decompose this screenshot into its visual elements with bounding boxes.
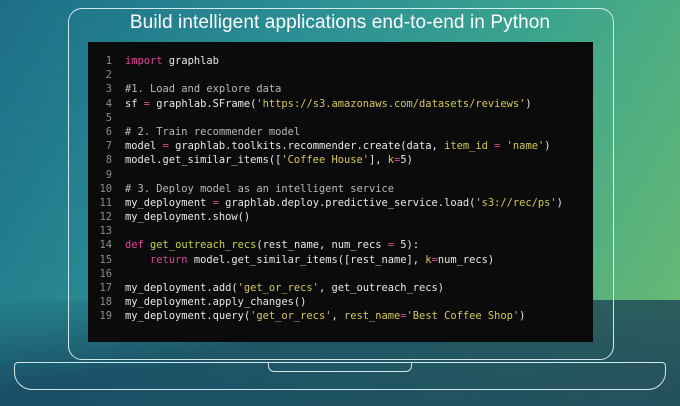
code-token: my_deployment.apply_changes() [125, 296, 307, 309]
code-line: 9 [88, 168, 593, 182]
code-token: ) [544, 140, 551, 153]
code-line: 10 # 3. Deploy model as an intelligent se… [88, 182, 593, 196]
code-token: = [387, 239, 395, 252]
line-number: 13 [99, 225, 112, 238]
code-token: k [387, 154, 395, 167]
code-line: 8 model.get_similar_items(['Coffee House'… [88, 153, 593, 167]
line-number: 12 [99, 211, 112, 224]
code-token: 'get_or_recs' [237, 282, 319, 294]
code-token: 'name' [506, 140, 545, 153]
line-number: 2 [105, 69, 112, 82]
code-token: import [125, 55, 163, 67]
code-line: 3 #1. Load and explore data [88, 82, 593, 96]
code-token: my_deployment.add( [125, 282, 238, 294]
code-token: = [431, 253, 438, 266]
code-line: 6 # 2. Train recommender model [88, 125, 593, 139]
code-line: 2 [88, 68, 593, 82]
code-line: 13 [88, 224, 593, 238]
laptop-screen-outline [68, 8, 614, 360]
code-line: 12 my_deployment.show() [88, 210, 593, 224]
code-line: 16 [88, 267, 593, 281]
code-token: # 2. Train recommender model [125, 125, 301, 138]
code-line: 11 my_deployment = graphlab.deploy.predic… [88, 196, 593, 210]
code-line: 4 sf = graphlab.SFrame('https://s3.amazon… [88, 97, 593, 111]
line-number: 10 [99, 182, 112, 195]
code-line: 17 my_deployment.add('get_or_recs', get_o… [88, 281, 593, 295]
code-token: ], [369, 154, 388, 167]
code-line: 15 return model.get_similar_items([rest_… [88, 253, 593, 267]
code-token: 'Coffee House' [281, 154, 369, 167]
code-token: 5): [394, 239, 420, 252]
line-number: 11 [99, 196, 112, 209]
code-token: (rest_name, num_recs [256, 239, 388, 252]
code-token: ) [519, 310, 526, 323]
code-token: graphlab.SFrame( [150, 97, 257, 110]
code-line: 5 [88, 111, 593, 125]
code-token: 'get_or_recs' [250, 310, 332, 323]
code-token: = [494, 140, 501, 153]
line-number: 3 [105, 83, 112, 96]
code-line: 19 my_deployment.query('get_or_recs', res… [88, 309, 593, 323]
code-token: return [150, 253, 188, 266]
code-token: = [143, 97, 151, 110]
line-number: 16 [99, 267, 112, 280]
line-number: 15 [99, 253, 112, 266]
code-token: = [394, 154, 401, 167]
code-token: item_id [444, 140, 488, 153]
code-token: = [212, 196, 219, 209]
code-token: , [331, 310, 344, 323]
code-token: my_deployment.show() [125, 211, 251, 224]
line-number: 6 [105, 125, 112, 138]
code-token: # 3. Deploy model as an intelligent serv… [125, 182, 394, 195]
code-token: graphlab.toolkits.recommender.create(dat… [168, 140, 445, 153]
code-token [125, 254, 150, 266]
code-token: graphlab.deploy.predictive_service.load( [218, 196, 476, 209]
code-token: = [162, 140, 169, 153]
code-token: my_deployment [125, 196, 213, 209]
code-token: get_outreach_recs [150, 239, 257, 252]
code-token: model.get_similar_items([ [125, 154, 282, 167]
code-token: 'Best Coffee Shop' [406, 310, 520, 323]
code-token: my_deployment.query( [125, 310, 251, 323]
code-token: ) [556, 196, 563, 209]
code-token: 'https://s3.amazonaws.com/datasets/revie… [256, 97, 526, 110]
code-token: def [125, 239, 144, 252]
line-number: 1 [105, 55, 112, 67]
code-line: 18 my_deployment.apply_changes() [88, 295, 593, 309]
code-token: model [125, 140, 163, 153]
code-token: k [425, 253, 432, 266]
code-token: sf [125, 97, 144, 110]
code-token: 5) [400, 154, 413, 167]
code-token: graphlab [162, 55, 219, 67]
line-number: 18 [99, 296, 112, 309]
code-token: ) [525, 97, 532, 110]
code-token: rest_name [343, 310, 401, 323]
line-number: 17 [99, 282, 112, 294]
code-token: = [400, 310, 407, 323]
code-line: 14 def get_outreach_recs(rest_name, num_r… [88, 238, 593, 252]
code-token: , get_outreach_recs) [318, 282, 445, 294]
laptop-base-outline [14, 362, 666, 390]
line-number: 19 [99, 310, 112, 323]
code-token: 's3://rec/ps' [475, 196, 557, 209]
code-token: num_recs) [437, 253, 495, 266]
laptop-base-notch [268, 362, 412, 372]
line-number: 5 [105, 111, 112, 124]
code-token: model.get_similar_items([rest_name], [187, 253, 426, 266]
page-title: Build intelligent applications end-to-en… [129, 12, 551, 33]
code-token: #1. Load and explore data [125, 83, 282, 96]
line-number: 8 [105, 154, 112, 167]
line-number: 4 [105, 97, 112, 110]
code-line: 7 model = graphlab.toolkits.recommender.c… [88, 139, 593, 153]
line-number: 14 [99, 239, 112, 252]
code-line: 1 import graphlab [88, 54, 593, 68]
line-number: 9 [105, 168, 112, 181]
line-number: 7 [105, 140, 112, 153]
